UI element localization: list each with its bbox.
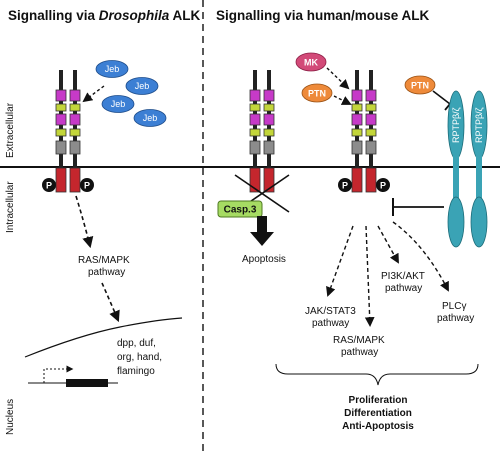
- right-panel-title: Signalling via human/mouse ALK: [216, 8, 430, 23]
- outcome-proliferation: Proliferation: [349, 395, 408, 406]
- drosophila-alk-receptor: P P: [42, 69, 94, 193]
- target-gene: [66, 379, 108, 387]
- pi3k-akt-pathway: pathway: [385, 283, 422, 294]
- target-genes-line-1: dpp, duf,: [117, 338, 156, 349]
- ptn-ligand-2: PTN: [404, 75, 436, 95]
- target-genes-line-3: flamingo: [117, 366, 155, 377]
- jeb-binding-arrow: [82, 85, 105, 103]
- ras-mapk-label: RAS/MAPK: [333, 335, 385, 346]
- arrow-pi3k-akt: [377, 225, 399, 264]
- jeb-ligand-2: Jeb: [125, 77, 159, 95]
- outcome-differentiation: Differentiation: [344, 408, 412, 419]
- outcome-brace: [275, 363, 479, 386]
- plcg-pathway: pathway: [437, 313, 474, 324]
- arrow-ras-mapk: [364, 225, 375, 327]
- phospho-site-right: [80, 178, 94, 192]
- pi3k-akt-label: PI3K/AKT: [381, 271, 425, 282]
- apoptosis-label: Apoptosis: [242, 254, 286, 265]
- apoptosis-arrow: [250, 216, 274, 246]
- mk-ligand: MK: [295, 52, 327, 72]
- svg-text:Jeb: Jeb: [105, 64, 120, 74]
- rptp-receptor-1: RPTPβ/ζ: [447, 90, 465, 248]
- jeb-ligand-3: Jeb: [101, 95, 135, 113]
- svg-text:MK: MK: [304, 58, 318, 68]
- svg-text:P: P: [342, 181, 348, 191]
- svg-text:PTN: PTN: [308, 89, 326, 99]
- arrow-plcg: [392, 221, 449, 292]
- phospho-site-left: [42, 178, 56, 192]
- jeb-ligand-1: Jeb: [95, 60, 129, 78]
- outcome-anti-apoptosis: Anti-Apoptosis: [342, 421, 414, 432]
- extracellular-label: Extracellular: [5, 102, 16, 158]
- nucleus-label: Nucleus: [5, 399, 16, 435]
- jak-stat3-label: JAK/STAT3: [305, 306, 356, 317]
- svg-text:PTN: PTN: [411, 81, 429, 91]
- phospho-site-right: [376, 178, 390, 192]
- left-ras-mapk-pathway: pathway: [88, 267, 125, 278]
- svg-text:Jeb: Jeb: [135, 81, 150, 91]
- ptn-binding-arrow: [333, 95, 352, 105]
- left-arrow-to-nucleus: [101, 282, 120, 323]
- left-panel-title: Signalling via Drosophila ALK: [8, 8, 201, 23]
- svg-text:RPTPβ/ζ: RPTPβ/ζ: [451, 107, 461, 143]
- jak-stat3-pathway: pathway: [312, 318, 349, 329]
- plcg-label: PLCγ: [442, 301, 466, 312]
- ras-mapk-pathway: pathway: [341, 347, 378, 358]
- rptp-receptor-2: RPTPβ/ζ: [470, 90, 488, 248]
- ptn-ligand-1: PTN: [301, 83, 333, 103]
- unliganded-alk-receptor: [249, 69, 275, 193]
- arrow-jak-stat3: [326, 225, 354, 297]
- svg-text:Casp.3: Casp.3: [224, 205, 257, 216]
- left-ras-mapk-label: RAS/MAPK: [78, 255, 130, 266]
- target-genes-line-2: org, hand,: [117, 352, 162, 363]
- jeb-ligand-4: Jeb: [133, 109, 167, 127]
- svg-text:P: P: [46, 181, 52, 191]
- caspase-3-box: Casp.3: [217, 200, 263, 218]
- transcription-arrow: [43, 365, 74, 383]
- svg-text:Jeb: Jeb: [143, 113, 158, 123]
- intracellular-label: Intracellular: [5, 181, 16, 233]
- left-arrow-to-ras: [75, 195, 94, 249]
- svg-text:RPTPβ/ζ: RPTPβ/ζ: [474, 107, 484, 143]
- phospho-site-left: [338, 178, 352, 192]
- mk-binding-arrow: [326, 67, 350, 90]
- ptn-rptp-inhibition: [432, 90, 451, 105]
- svg-text:P: P: [380, 181, 386, 191]
- nuclear-envelope: [24, 317, 183, 358]
- svg-text:Jeb: Jeb: [111, 99, 126, 109]
- human-alk-receptor: P P: [338, 69, 390, 193]
- svg-text:P: P: [84, 181, 90, 191]
